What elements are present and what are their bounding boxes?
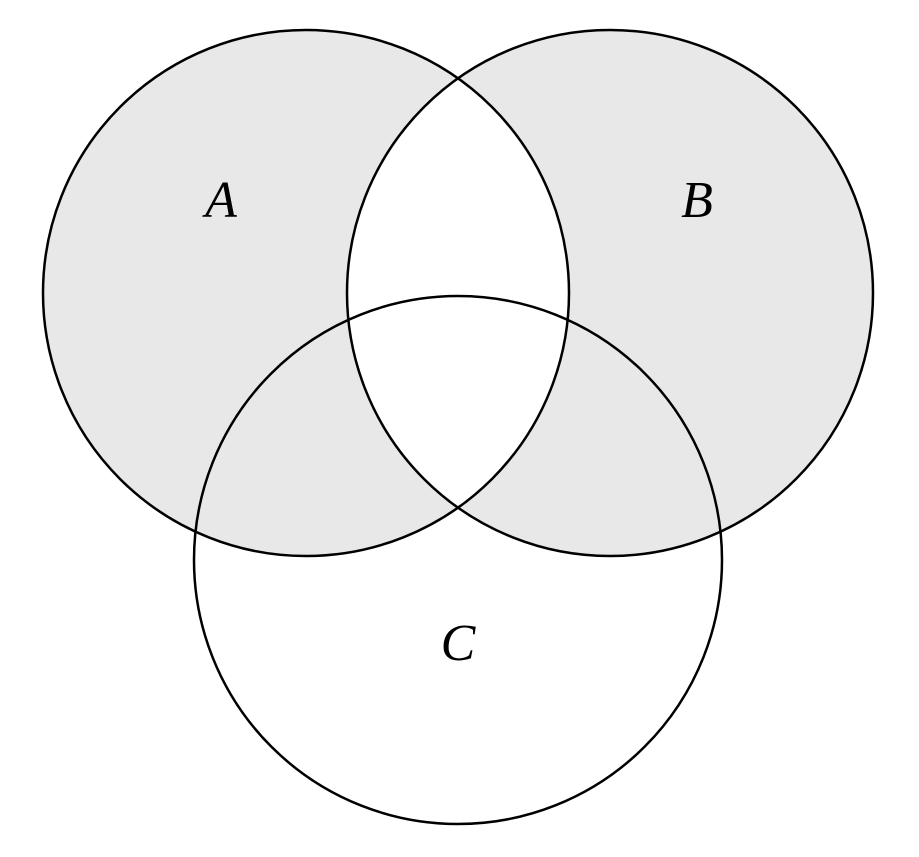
- set-circle-c[interactable]: [192, 294, 724, 826]
- set-circle-a[interactable]: [41, 28, 571, 558]
- set-label-c: C: [441, 615, 477, 672]
- set-label-a: A: [202, 172, 237, 229]
- set-circle-b[interactable]: [345, 28, 875, 558]
- set-label-b: B: [681, 172, 713, 229]
